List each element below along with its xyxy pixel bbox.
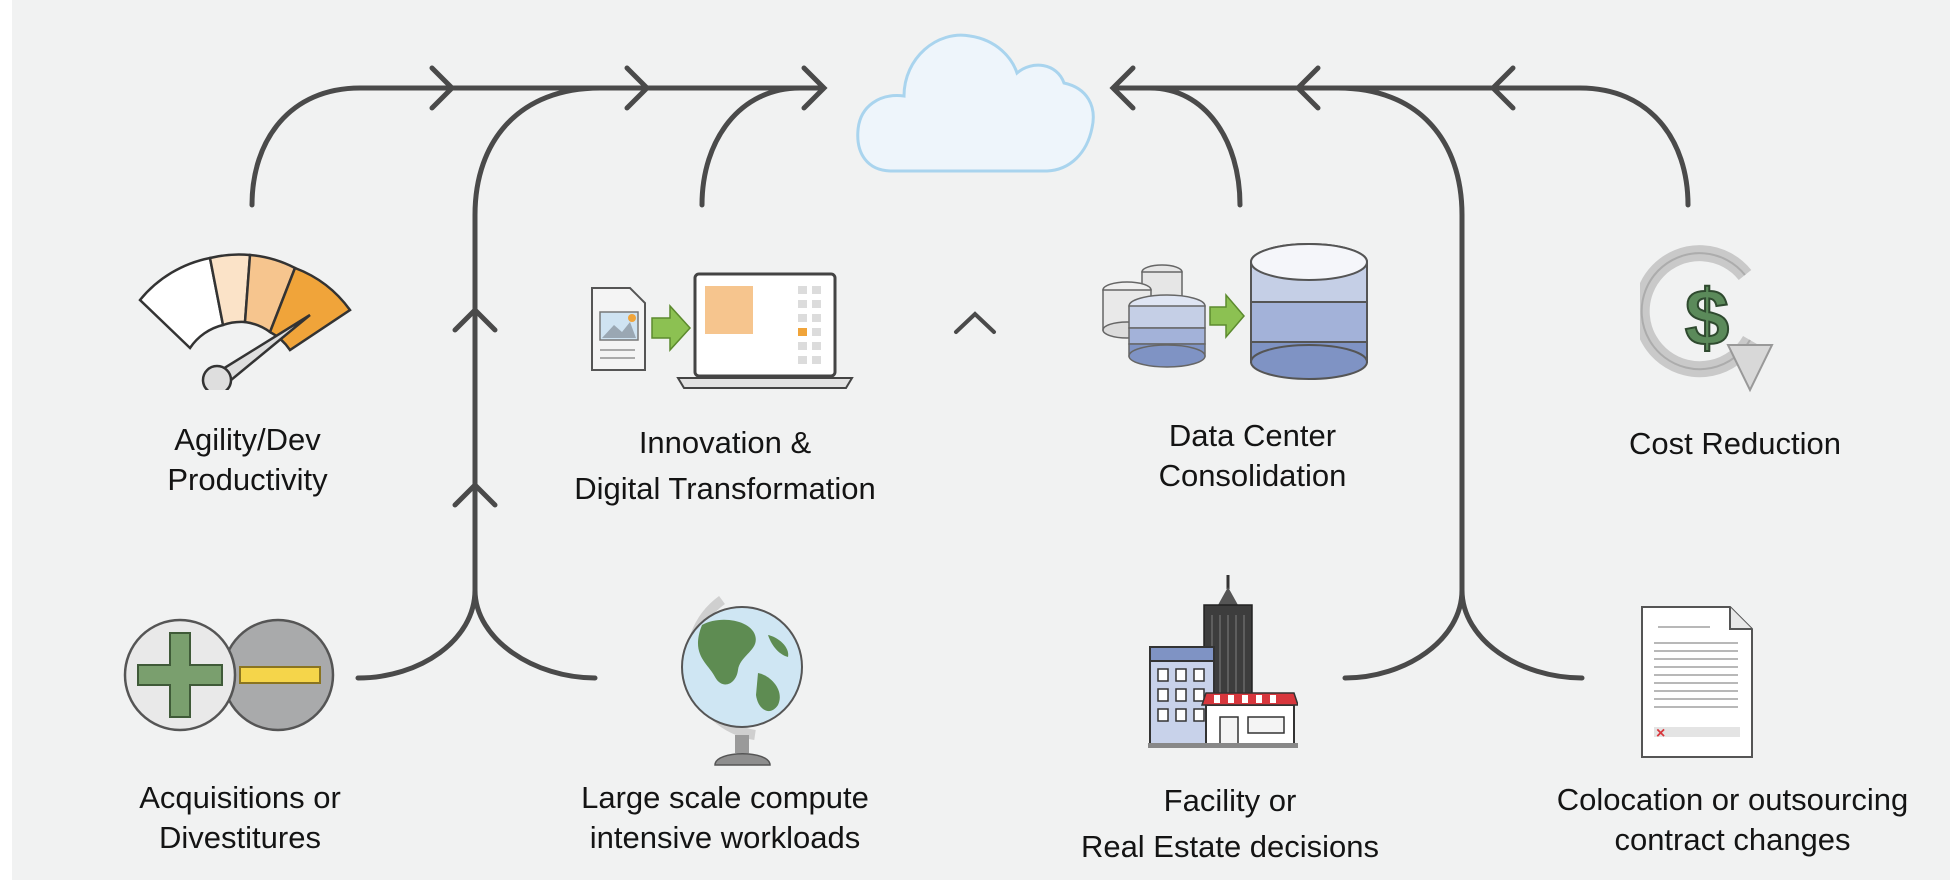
largescale-label-line1: Large scale compute [581, 780, 869, 815]
buildings-icon [1148, 575, 1298, 748]
flow-cost-to-cloud [1115, 85, 1691, 208]
flow-acquisitions-branch [355, 587, 478, 681]
largescale-label-line2: intensive workloads [589, 820, 861, 855]
plus-minus-icon [123, 618, 335, 732]
flow-trunk-left [472, 85, 603, 593]
arrowhead-left-3 [1489, 65, 1516, 111]
flow-agility-to-cloud [249, 85, 823, 208]
globe-icon [681, 595, 803, 766]
arrowhead-up-center [954, 311, 996, 334]
facility-label: Facility or Real Estate decisions [1050, 778, 1410, 870]
arrowhead-right-2 [624, 65, 651, 111]
innovation-label: Innovation & Digital Transformation [545, 420, 905, 512]
arrowhead-left-1 [1109, 65, 1136, 111]
flow-largescale-branch [472, 587, 598, 681]
colocation-label-line1: Colocation or outsourcing [1556, 782, 1909, 817]
dollar-cycle-icon: $ [1640, 245, 1774, 393]
innovation-label-line1: Innovation & [638, 425, 812, 460]
colocation-label-line2: contract changes [1614, 822, 1851, 857]
acquisitions-label-line1: Acquisitions or [139, 780, 341, 815]
cost-label-line1: Cost Reduction [1629, 426, 1841, 461]
datacenter-label: Data Center Consolidation [1120, 416, 1385, 496]
agility-label: Agility/Dev Productivity [120, 420, 375, 500]
colocation-label: Colocation or outsourcing contract chang… [1525, 780, 1940, 860]
flow-facility-branch [1342, 587, 1465, 681]
flow-innovation-to-cloud [699, 85, 803, 208]
contract-document-icon: × [1641, 606, 1753, 758]
innovation-label-line2: Digital Transformation [574, 471, 876, 506]
facility-label-line2: Real Estate decisions [1080, 829, 1380, 864]
flow-colocation-branch [1459, 587, 1585, 681]
cloud-icon [856, 33, 1095, 173]
svg-text:$: $ [1685, 273, 1730, 362]
datacenter-label-line1: Data Center [1168, 418, 1337, 453]
acquisitions-label-line2: Divestitures [159, 820, 321, 855]
svg-text:×: × [1656, 725, 1665, 742]
datacenter-label-line2: Consolidation [1158, 458, 1347, 493]
arrowhead-up-1 [452, 306, 498, 333]
largescale-label: Large scale compute intensive workloads [555, 778, 895, 858]
agility-label-line1: Agility/Dev [174, 422, 321, 457]
flow-datacenter-to-cloud [1147, 85, 1243, 208]
agility-label-line2: Productivity [167, 462, 328, 497]
arrowhead-left-2 [1294, 65, 1321, 111]
arrowhead-right-1 [429, 65, 456, 111]
arrowhead-right-3 [801, 65, 828, 111]
cost-label: Cost Reduction [1580, 424, 1890, 464]
speedometer-gauge-icon [138, 253, 352, 390]
acquisitions-label: Acquisitions or Divestitures [95, 778, 385, 858]
flow-trunk-right [1335, 85, 1465, 593]
document-to-laptop-icon [591, 272, 854, 389]
facility-label-line1: Facility or [1163, 783, 1297, 818]
database-consolidation-icon [1102, 243, 1368, 380]
arrowhead-up-2 [452, 481, 498, 508]
